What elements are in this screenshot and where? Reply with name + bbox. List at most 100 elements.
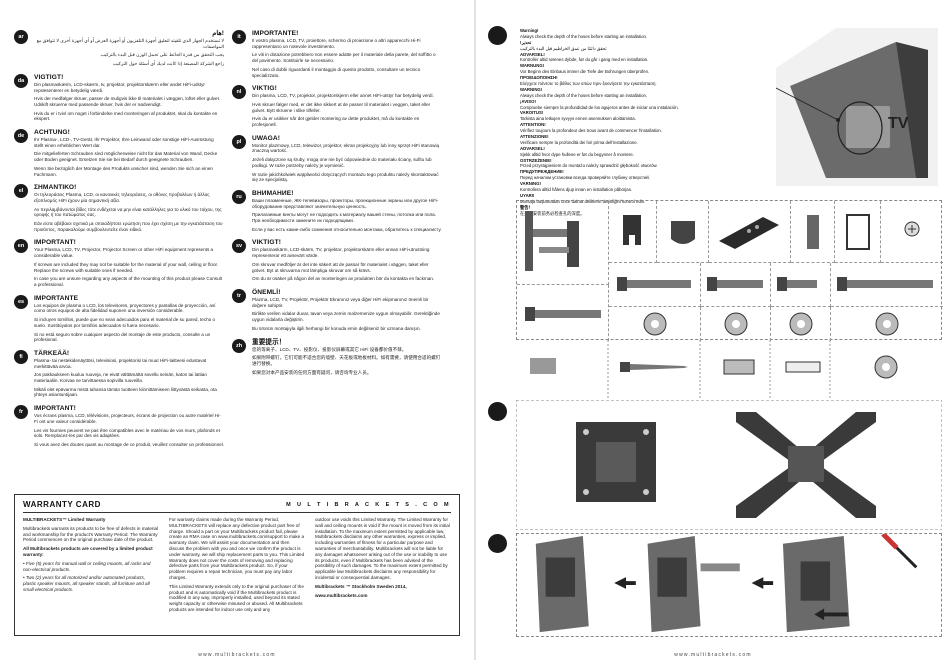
language-paragraph: Birlikte verilen vidalar duvar, tavan ve… (252, 311, 440, 323)
language-paragraph: Οι τηλεοράσεις Plasma, LCD, οι κανονικές… (34, 192, 210, 203)
warning-title: ¡AVISO! (520, 98, 536, 104)
language-body: Plazma, LCD, TV, Projektör, Projektör Ek… (252, 297, 442, 332)
part-cell-remote (709, 201, 791, 263)
warning-text: 在开始安装前务必检查孔的深度。 (520, 210, 585, 216)
step-3-badge (488, 534, 507, 553)
warning-text: Перед началом установки всегда проверяйт… (520, 175, 651, 181)
long-bolt-icon (617, 277, 691, 291)
language-body: Your Plasma, LCD, TV, Projector, Project… (34, 247, 224, 287)
warning-title: !تحذير (520, 39, 532, 45)
language-code-badge: nl (232, 85, 246, 100)
warranty-paragraph: All Multibrackets products are covered b… (23, 546, 153, 557)
language-block-en: en IMPORTANT!Your Plasma, LCD, TV, Projec… (14, 239, 224, 287)
language-code-badge: ar (14, 30, 28, 44)
language-title: ACHTUNG! (34, 129, 70, 137)
expansion-anchor-icon (723, 359, 755, 375)
warranty-header: WARRANTY CARD M U L T I B R A C K E T S … (23, 500, 451, 513)
language-body: Din plasma, LCD, TV, projektor, projekto… (252, 93, 442, 128)
part-cell-bolt-row3 (517, 285, 609, 341)
warning-text: Verificare sempre la profondità dei fori… (520, 139, 638, 145)
warranty-paragraph: MULTIBRACKETS™ Limited Warranty (23, 517, 106, 522)
language-code-badge: fi (14, 349, 28, 364)
language-code-badge: es (14, 294, 28, 309)
language-paragraph: W razie jakichkolwiek wątpliwości dotycz… (252, 171, 439, 183)
part-cell-strap (835, 201, 881, 263)
language-code-badge: de (14, 129, 28, 144)
language-paragraph: Hvis der medfølger skruer, passer de mul… (34, 96, 221, 107)
part-cell-bolt-mid (701, 263, 771, 307)
warning-title: OSTRZEŻENIE! (520, 157, 552, 163)
warning-text: Vor Beginn des Einbaus immer die Tiefe d… (520, 69, 650, 75)
mounting-steps-illustration (516, 533, 942, 637)
warning-list: Warning!Always check the depth of the ho… (520, 28, 720, 217)
tv-label: TV (888, 115, 909, 132)
language-title: !هام (212, 30, 224, 37)
language-block-nl: nl VIKTIG!Din plasma, LCD, TV, projektor,… (232, 85, 442, 128)
warranty-paragraph: • Two (2) years for all motorized and/or… (23, 575, 150, 592)
footer-url-left[interactable]: www.multibrackets.com (198, 652, 276, 658)
page-spine (474, 0, 476, 660)
language-block-tr: tr ÖNEMLİ!Plazma, LCD, TV, Projektör, Pro… (232, 288, 442, 332)
language-paragraph: Plazma, LCD, TV, Projektör, Projektör Ek… (252, 296, 429, 308)
language-paragraph: In case you are unsure regarding any asp… (34, 276, 222, 287)
warning-title: ATTENTION! (520, 122, 546, 128)
language-block-zh: zh 重要提示！您的等离子、LCD、TV、投影仪、投影仪屏幕或其它 HiFi 设备… (232, 338, 442, 376)
warranty-paragraph: This Limited Warranty extends only to th… (169, 583, 304, 612)
language-paragraph: Les vis fournies peuvent ne pas être com… (34, 427, 220, 439)
tv-attach-step-c (782, 535, 850, 633)
warning-title: ΠΡΟΕΙΔΟΠΟΙΗΣΗ! (520, 75, 558, 81)
part-cell-washer-2 (701, 307, 771, 341)
language-paragraph: Die mitgelieferten Schrauben sind möglic… (34, 151, 218, 163)
language-code-badge: zh (232, 338, 246, 353)
language-paragraph: Din plasmaskärm, LCD-skärm, TV, projekto… (252, 247, 430, 259)
part-cell-clip (609, 201, 657, 263)
language-body: 您的等离子、LCD、TV、投影仪、投影仪屏幕或其它 HiFi 设备都价值不菲。如… (252, 347, 442, 376)
language-title: VIKTIG! (252, 85, 277, 93)
warranty-brand: M U L T I B R A C K E T S . C O M (286, 501, 451, 508)
warning-title: ATTENZIONE! (520, 134, 549, 140)
language-paragraph: 如果附带螺钉，它们可能不适合您的墙壁、天花板或地板材料。如有需要，请使用合适的螺… (252, 355, 441, 366)
language-title: IMPORTANT! (34, 239, 76, 247)
language-paragraph: Din plasmaskærm, LCD-skærm, tv, projekto… (34, 81, 205, 93)
warning-text: Compruebe siempre la profundidad de los … (520, 104, 679, 110)
language-code-badge: en (14, 239, 28, 254)
language-code-badge: fr (14, 405, 28, 420)
footer-url-right[interactable]: www.multibrackets.com (674, 652, 752, 658)
language-code-badge: tr (232, 288, 246, 303)
language-body: لا تستخدم الجهاز الذي تلقيته لتعليق أجهز… (34, 38, 224, 67)
language-title: TÄRKEÄÄ! (34, 349, 70, 357)
highlight-circle (837, 101, 883, 155)
language-paragraph: Si incluyen tornillos, puede que no sean… (34, 317, 216, 328)
tv-attach-step-b (647, 535, 740, 633)
language-body: Ihr Plasma-, LCD-, TV-Gerät, Ihr Projekt… (34, 137, 224, 177)
language-body: Οι τηλεοράσεις Plasma, LCD, οι κανονικές… (34, 192, 224, 232)
washer-bolt-icon (525, 307, 601, 321)
language-code-badge: sv (232, 239, 246, 254)
language-paragraph: 您的等离子、LCD、TV、投影仪、投影仪屏幕或其它 HiFi 设备都价值不菲。 (252, 346, 407, 352)
lag-screw-icon (620, 362, 630, 372)
parts-grid (516, 200, 943, 341)
short-bolt-icon (777, 277, 817, 291)
warning-text: Sjekk alltid hvor dype hullene er før du… (520, 151, 634, 157)
language-title: UWAGA! (252, 134, 281, 142)
part-cell-washer-1 (609, 307, 701, 341)
language-title: ÖNEMLİ! (252, 288, 281, 296)
language-body: Din plasmaskärm, LCD-skärm, TV, projekto… (252, 247, 442, 282)
warranty-card: WARRANTY CARD M U L T I B R A C K E T S … (14, 494, 460, 636)
language-title: IMPORTANT! (34, 405, 76, 413)
warranty-paragraph: For warranty claims made during the Warr… (169, 517, 305, 580)
language-paragraph: Прилагаемые винты могут не подходить к м… (252, 212, 437, 224)
warranty-paragraph: Multibrackets warrants its products to b… (23, 525, 159, 543)
language-code-badge: el (14, 184, 28, 199)
language-title: 重要提示！ (252, 338, 286, 346)
washer-icon (789, 312, 813, 336)
wall-plug-icon (530, 358, 556, 374)
mount-plate (846, 106, 890, 148)
language-paragraph: Αν περιλαμβάνονται βίδες τότε ενδέχεται … (34, 206, 222, 218)
